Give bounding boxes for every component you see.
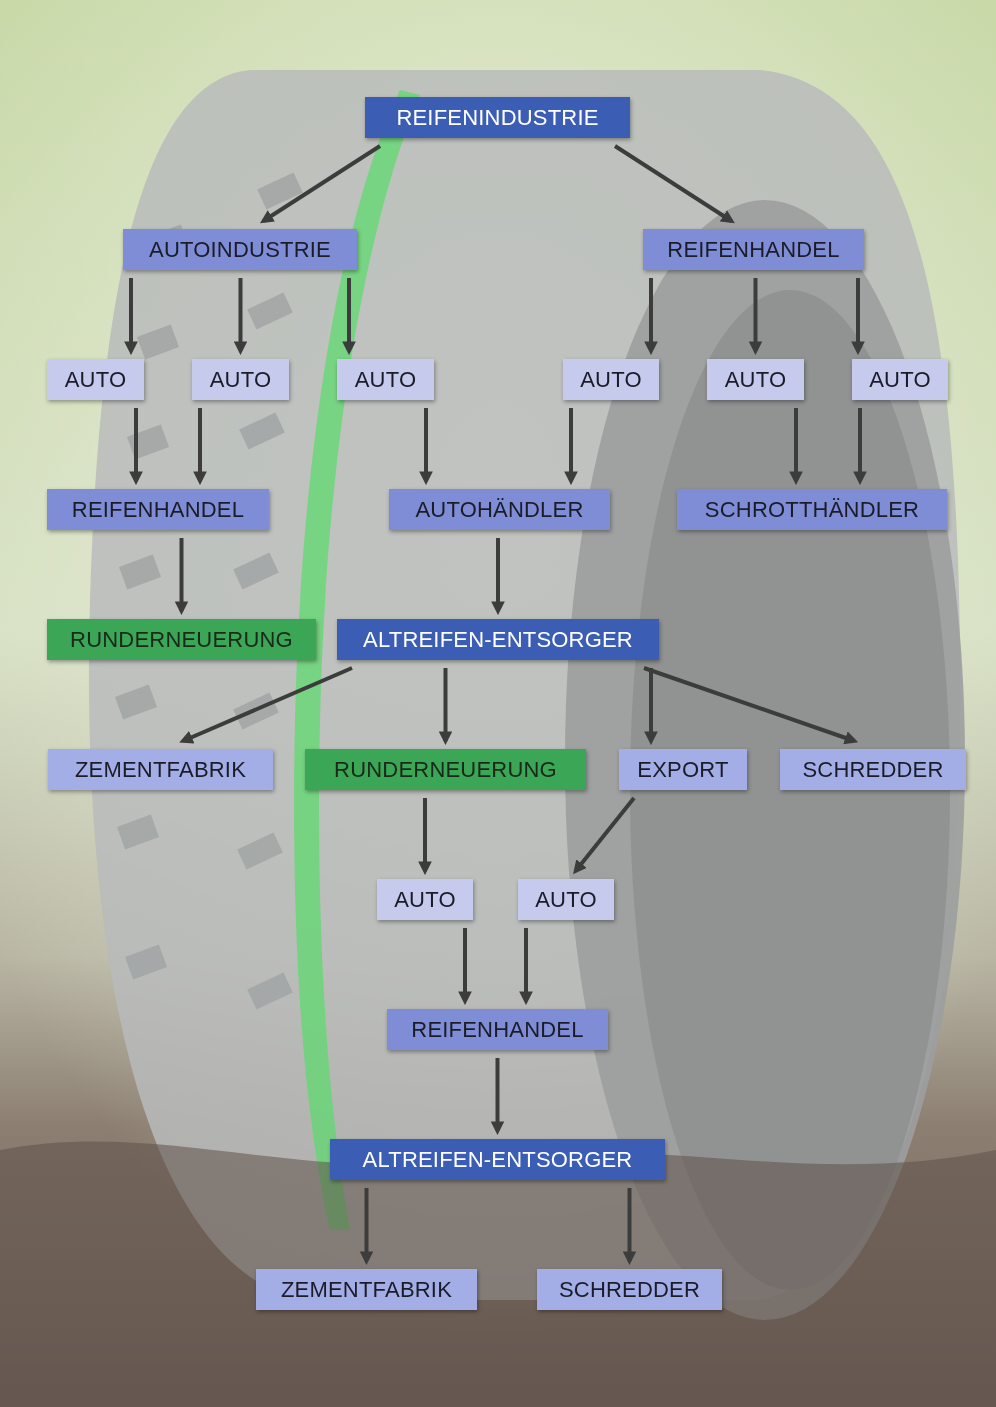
flow-arrow: [649, 668, 653, 741]
vehicle-box: AUTO: [47, 359, 144, 400]
flow-arrow: [856, 278, 860, 351]
flow-arrow: [134, 408, 138, 481]
process-box: AUTOINDUSTRIE: [123, 229, 357, 270]
node-label: RUNDERNEUERUNG: [322, 757, 569, 783]
node-label: AUTO: [198, 367, 284, 393]
vehicle-box: AUTO: [518, 879, 614, 920]
node-label: ZEMENTFABRIK: [269, 1277, 464, 1303]
node-label: RUNDERNEUERUNG: [58, 627, 305, 653]
node-label: EXPORT: [625, 757, 740, 783]
flow-arrow: [129, 278, 133, 351]
vehicle-box: AUTO: [337, 359, 434, 400]
flow-arrow: [496, 1058, 500, 1131]
node-label: SCHROTTHÄNDLER: [693, 497, 931, 523]
flow-arrow: [794, 408, 798, 481]
flow-arrow: [858, 408, 862, 481]
flow-arrow: [424, 408, 428, 481]
retreading-box: RUNDERNEUERUNG: [47, 619, 316, 660]
node-label: REIFENHANDEL: [655, 237, 851, 263]
flow-arrow: [628, 1188, 632, 1261]
flow-arrow: [263, 146, 380, 221]
node-label: AUTO: [53, 367, 139, 393]
process-box: REIFENHANDEL: [387, 1009, 608, 1050]
node-label: SCHREDDER: [547, 1277, 712, 1303]
flow-arrow: [347, 278, 351, 351]
process-box: REIFENHANDEL: [47, 489, 269, 530]
node-label: AUTO: [343, 367, 429, 393]
primary-box: ALTREIFEN-ENTSORGER: [337, 619, 659, 660]
node-label: REIFENHANDEL: [60, 497, 256, 523]
process-box: SCHROTTHÄNDLER: [677, 489, 947, 530]
primary-box: ALTREIFEN-ENTSORGER: [330, 1139, 665, 1180]
destination-box: ZEMENTFABRIK: [48, 749, 273, 790]
node-label: AUTO: [713, 367, 799, 393]
destination-box: SCHREDDER: [537, 1269, 722, 1310]
flow-arrow: [615, 146, 731, 221]
node-label: AUTO: [568, 367, 654, 393]
flow-arrow: [463, 928, 467, 1001]
node-label: AUTOHÄNDLER: [403, 497, 595, 523]
process-box: REIFENHANDEL: [643, 229, 864, 270]
node-label: ALTREIFEN-ENTSORGER: [351, 627, 645, 653]
vehicle-box: AUTO: [563, 359, 659, 400]
flow-arrow: [649, 278, 653, 351]
node-label: SCHREDDER: [790, 757, 955, 783]
flow-arrow: [444, 668, 448, 741]
destination-box: SCHREDDER: [780, 749, 966, 790]
flow-arrow: [496, 538, 500, 611]
vehicle-box: AUTO: [707, 359, 804, 400]
flow-arrow: [180, 538, 184, 611]
node-label: AUTO: [382, 887, 468, 913]
node-label: ALTREIFEN-ENTSORGER: [351, 1147, 645, 1173]
flow-arrow: [365, 1188, 369, 1261]
retreading-box: RUNDERNEUERUNG: [305, 749, 586, 790]
flow-arrow: [239, 278, 243, 351]
vehicle-box: AUTO: [377, 879, 473, 920]
flow-arrow: [198, 408, 202, 481]
primary-box: REIFENINDUSTRIE: [365, 97, 630, 138]
flow-arrow: [644, 668, 854, 741]
node-label: AUTO: [857, 367, 943, 393]
node-label: AUTO: [523, 887, 609, 913]
vehicle-box: AUTO: [192, 359, 289, 400]
flow-arrow: [423, 798, 427, 871]
node-label: REIFENHANDEL: [399, 1017, 595, 1043]
process-box: AUTOHÄNDLER: [389, 489, 610, 530]
flow-arrow: [183, 668, 352, 741]
flow-arrow: [754, 278, 758, 351]
destination-box: ZEMENTFABRIK: [256, 1269, 477, 1310]
flow-arrow: [569, 408, 573, 481]
vehicle-box: AUTO: [852, 359, 948, 400]
flow-arrow: [576, 798, 634, 871]
destination-box: EXPORT: [619, 749, 747, 790]
node-label: AUTOINDUSTRIE: [137, 237, 343, 263]
node-label: REIFENINDUSTRIE: [384, 105, 610, 131]
flow-arrow: [524, 928, 528, 1001]
node-label: ZEMENTFABRIK: [63, 757, 258, 783]
